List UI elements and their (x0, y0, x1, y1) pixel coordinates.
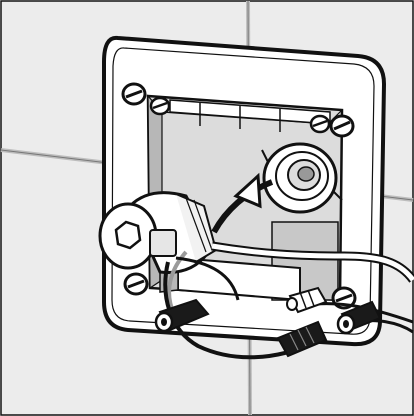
plug-connector-icon (336, 300, 382, 335)
plug-connector-icon (154, 298, 210, 333)
slotted-screw-icon (149, 96, 171, 116)
plug-connector-icon (276, 320, 328, 358)
slotted-screw-icon (329, 114, 355, 138)
screws (121, 82, 357, 310)
box-bracket (271, 221, 339, 301)
slotted-screw-icon (123, 272, 149, 296)
water-outlet-fitting (261, 142, 343, 214)
arrow-icon (211, 172, 274, 234)
plug-connector-icon (286, 286, 328, 314)
slotted-screw-icon (121, 82, 147, 106)
valve-body-icon (98, 191, 218, 274)
supply-hose (211, 241, 414, 283)
slotted-screw-icon (309, 114, 331, 134)
